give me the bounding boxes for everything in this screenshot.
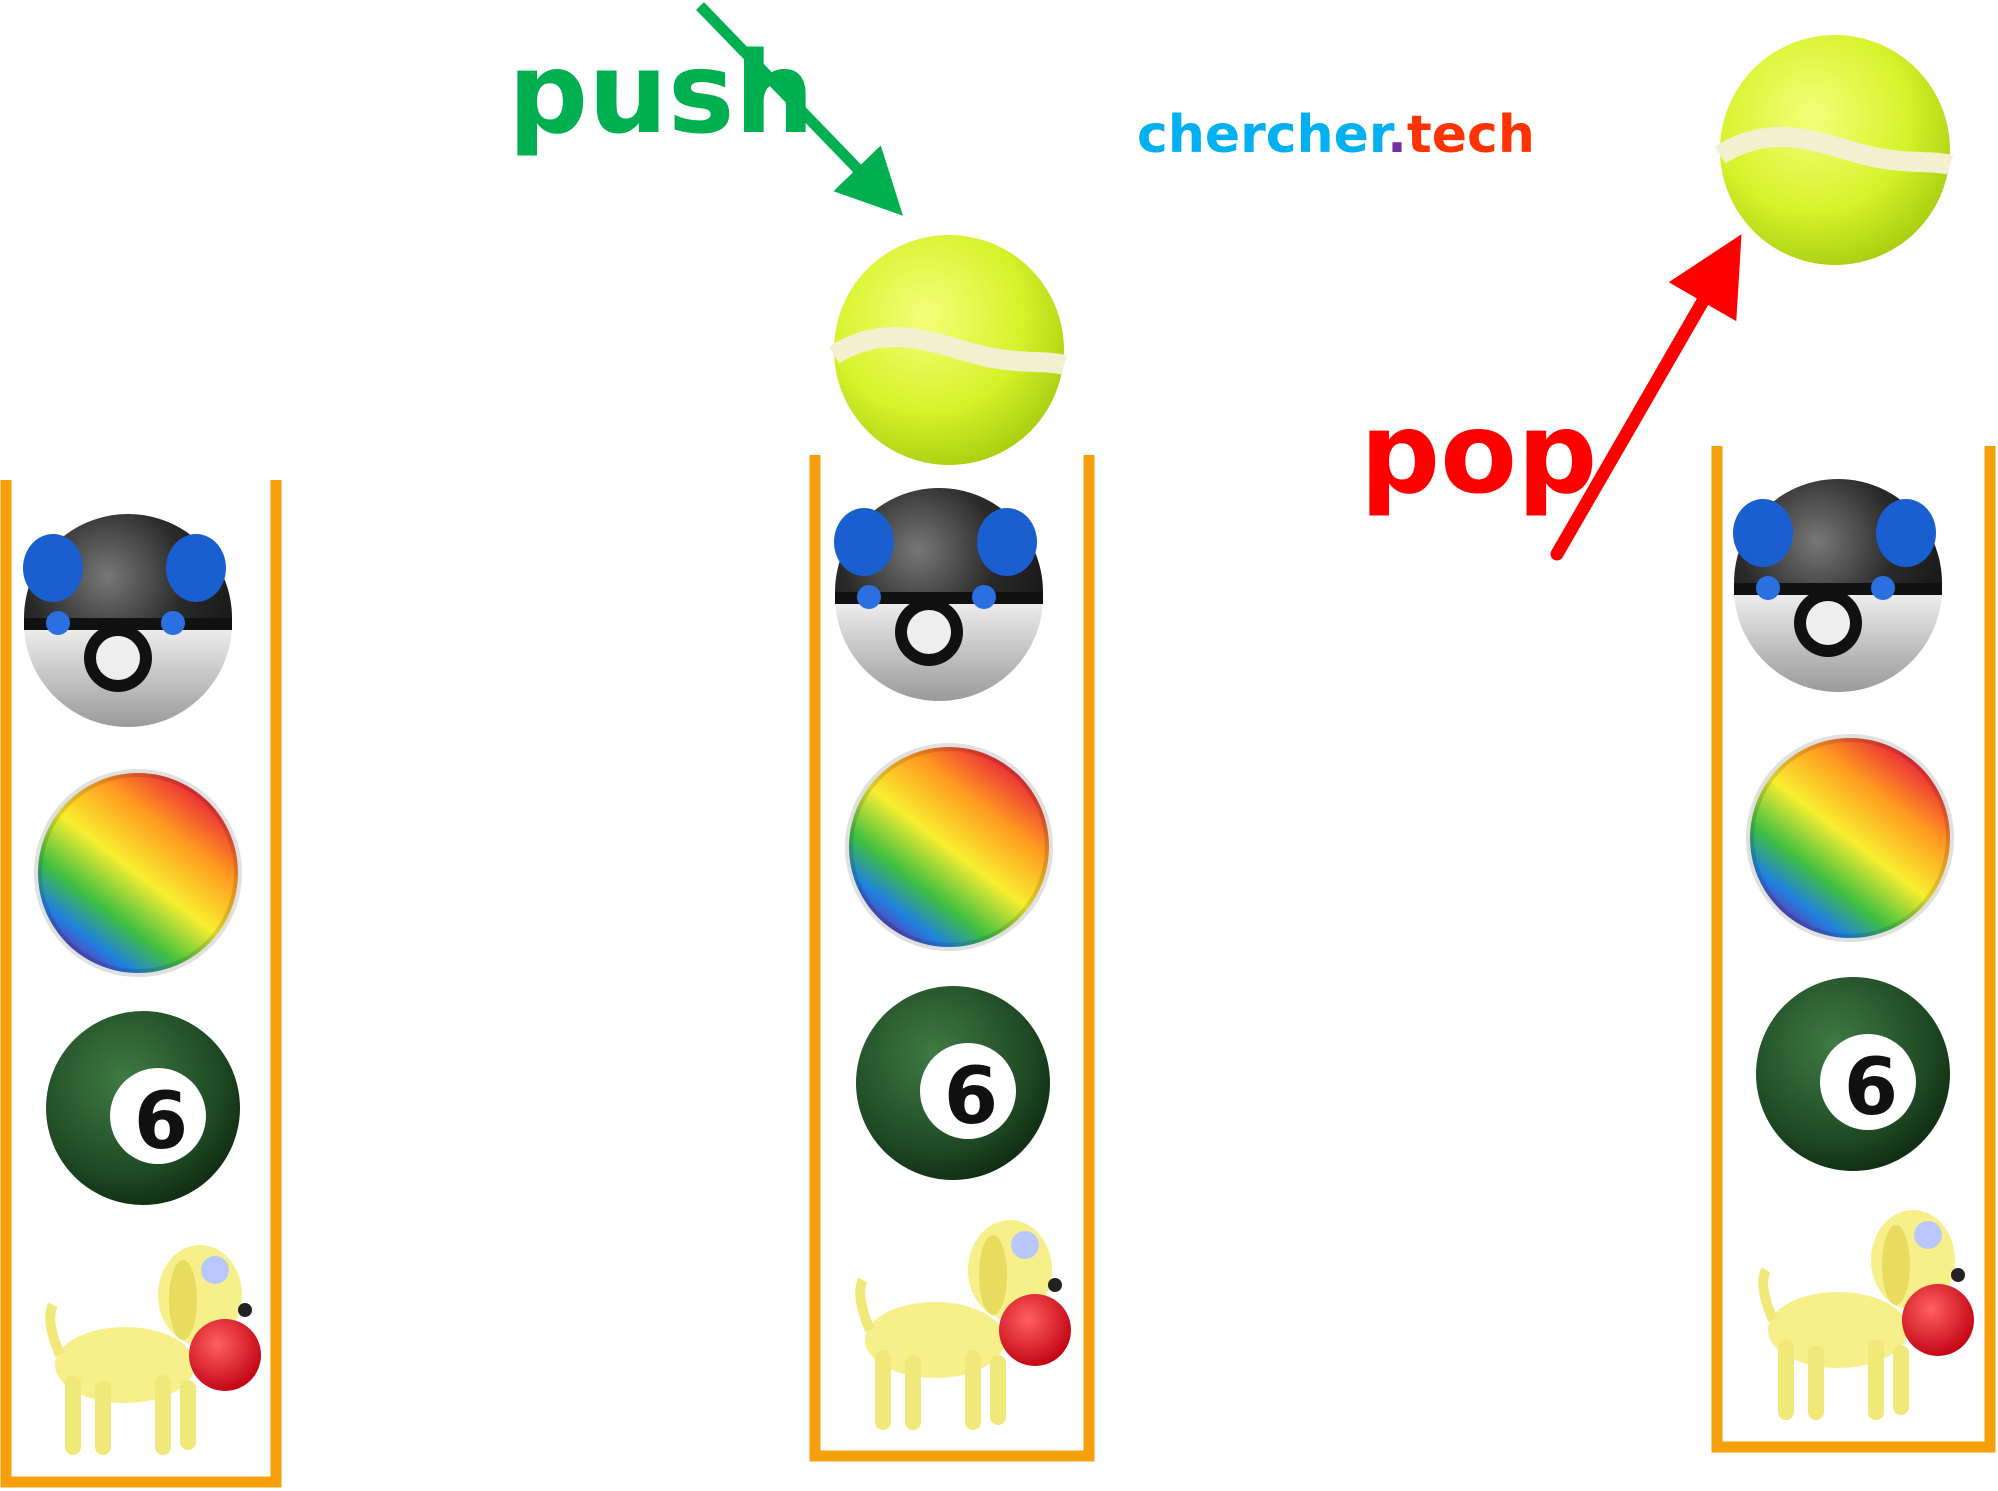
logo-name: chercher [1137, 105, 1395, 165]
logo-dot: . [1387, 105, 1407, 165]
tennis-ball-icon [1720, 35, 1950, 265]
rainbow-ball-icon [38, 773, 238, 973]
push-arrow-icon [696, 2, 903, 216]
dog-with-ball-icon [1763, 1210, 1974, 1420]
rainbow-ball-icon [1750, 738, 1950, 938]
logo-tld: tech [1407, 105, 1535, 165]
pokeball-icon [1733, 479, 1942, 692]
pop-arrow-icon [1550, 234, 1742, 561]
tennis-ball-icon [834, 235, 1064, 465]
ball-number: 6 [1844, 1043, 1898, 1133]
ball-number: 6 [134, 1077, 188, 1167]
dog-with-ball-icon [860, 1220, 1071, 1430]
stack-container-initial [0, 480, 282, 1488]
logo: chercher.tech [1137, 105, 1535, 165]
pop-label: pop [1360, 389, 1597, 519]
pokeball-icon [834, 488, 1043, 701]
push-label: push [508, 29, 814, 159]
pokeball-icon [23, 514, 232, 727]
stack-container-after-pop [1711, 446, 1996, 1453]
rainbow-ball-icon [849, 747, 1049, 947]
dog-with-ball-icon [50, 1245, 261, 1455]
stack-container-after-push [809, 455, 1095, 1462]
ball-number: 6 [944, 1052, 998, 1142]
